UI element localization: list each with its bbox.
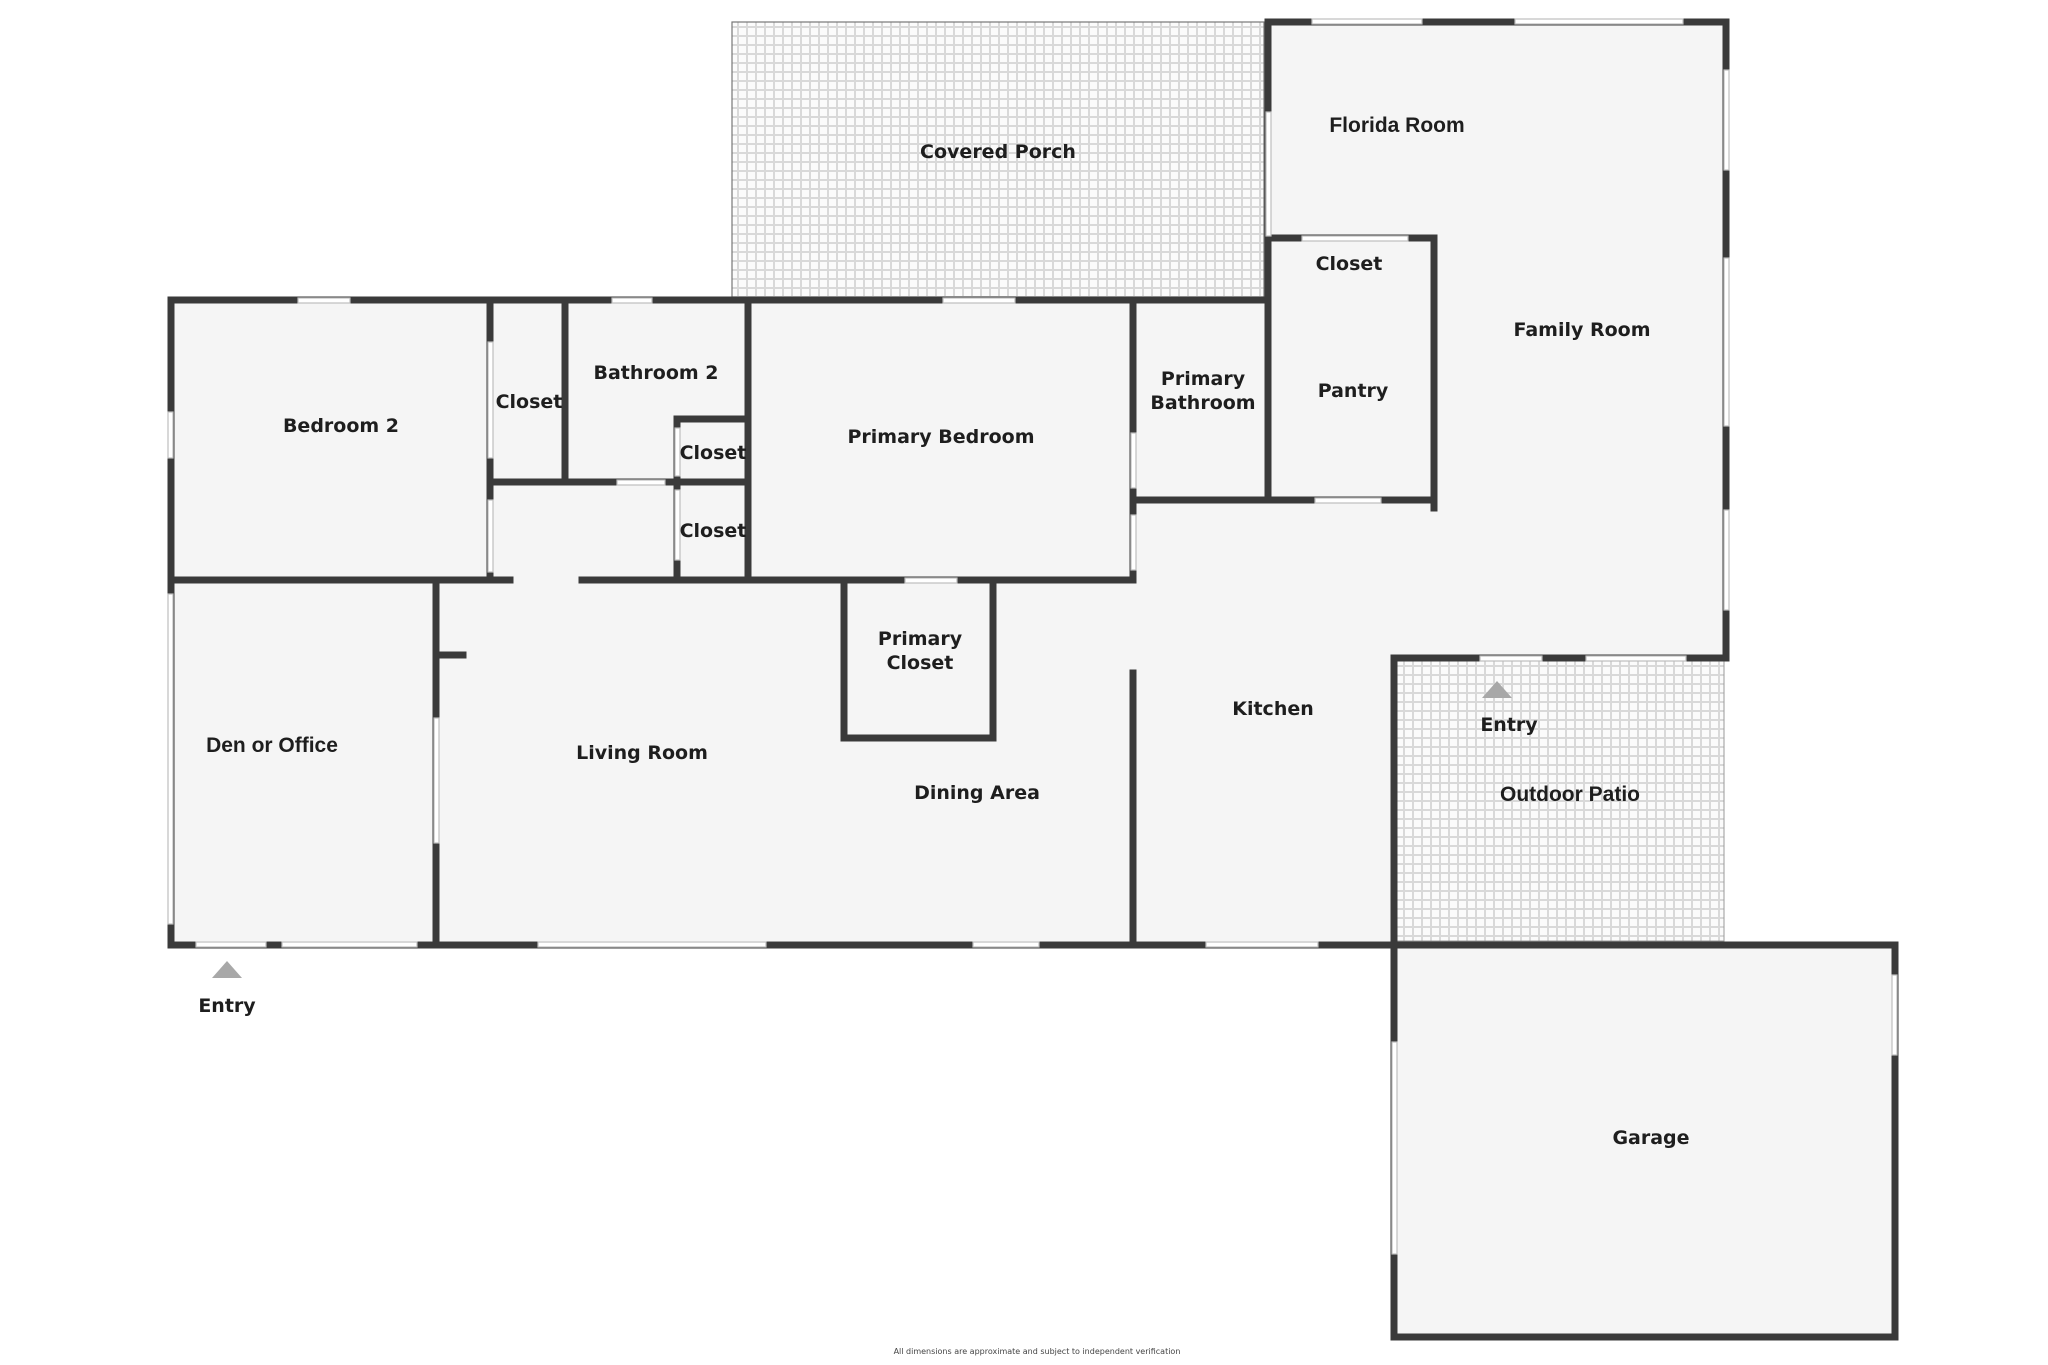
living-room-label: Living Room [576,742,708,764]
primary-bathroom-label-1: Primary [1161,368,1246,390]
window [537,941,767,948]
garage-door [1391,1041,1398,1255]
bathroom-2-label: Bathroom 2 [593,362,718,384]
door-gap [487,499,494,573]
window [281,941,418,948]
window [1723,509,1730,611]
window [1514,18,1684,25]
dining-area-label: Dining Area [914,782,1040,804]
closet-hall-upper-label: Closet [680,442,747,464]
door-gap [1130,514,1137,571]
window [1723,69,1730,171]
garage-label: Garage [1612,1127,1689,1149]
window [297,297,351,304]
florida-room-label: Florida Room [1329,114,1464,137]
primary-bedroom-label: Primary Bedroom [847,426,1034,448]
entry-front-arrow-icon [212,961,242,978]
den-office-label: Den or Office [206,734,338,757]
door-gap [904,577,958,584]
door-gap [616,479,666,486]
door-gap [1265,111,1272,237]
primary-bathroom-label-2: Bathroom [1150,392,1255,414]
door-gap [1301,235,1409,242]
entry-markers [212,681,1512,978]
window [972,941,1040,948]
window [1585,655,1687,662]
closet-hall-lower-label: Closet [680,520,747,542]
florida-family-floor [1268,22,1726,658]
outdoor-patio-label: Outdoor Patio [1500,783,1640,806]
primary-closet-label-2: Closet [887,652,954,674]
door-gap [1479,655,1543,662]
closet-bedroom-label: Closet [496,391,563,413]
floor-fills [171,21,1895,1337]
window [611,297,653,304]
door-gap [487,341,494,459]
main-house-floor [171,302,1392,941]
outdoor-patio-floor [1394,658,1724,941]
disclaimer-footnote: All dimensions are approximate and subje… [894,1347,1181,1356]
window [1723,257,1730,427]
wall-primary-closet [840,576,997,742]
covered-porch-floor [732,22,1264,298]
window [1891,974,1898,1056]
window [1205,941,1319,948]
window [167,411,174,459]
entry-patio-arrow-icon [1482,681,1512,698]
covered-porch-label: Covered Porch [920,141,1076,163]
primary-closet-label-1: Primary [878,628,963,650]
window [195,941,267,948]
door-gap [674,427,681,477]
closet-florida-label: Closet [1316,253,1383,275]
door-gap [433,717,440,844]
kitchen-label: Kitchen [1232,698,1314,720]
window [1311,18,1423,25]
openings [167,18,1898,1255]
window [167,593,174,925]
door-gap [1130,432,1137,489]
window [942,297,1016,304]
family-room-label: Family Room [1513,319,1650,341]
entry-patio-label: Entry [1480,714,1538,736]
bedroom-2-label: Bedroom 2 [283,415,399,437]
garage-floor [1394,945,1895,1337]
door-gap [1314,497,1382,504]
pantry-label: Pantry [1318,380,1389,402]
entry-front-label: Entry [198,995,256,1017]
room-labels: Covered Porch Florida Room Closet Family… [198,114,1689,1149]
door-gap [674,489,681,561]
